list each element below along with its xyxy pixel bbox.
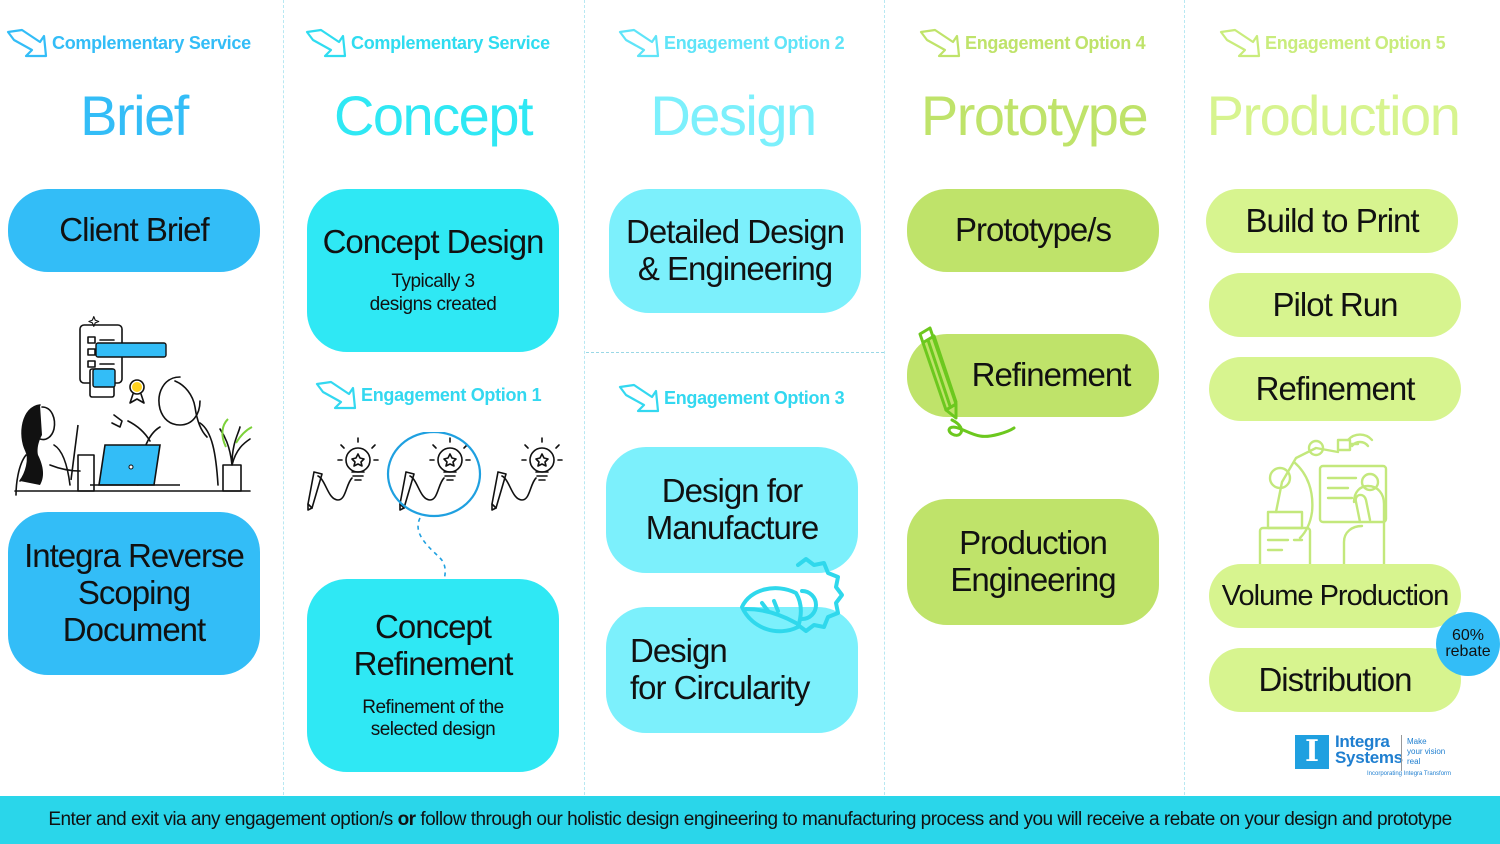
footer-text-bold: or — [397, 809, 417, 830]
arrow-icon — [919, 28, 961, 58]
pencil-icon — [918, 326, 1016, 438]
robot-arm-illustration — [1258, 433, 1388, 576]
scoping-document-pill: Integra Reverse Scoping Document — [8, 512, 260, 675]
pill-label: Refinement — [1255, 369, 1416, 407]
pill-label: Integra Reverse — [24, 537, 245, 575]
leaf-gear-icon — [740, 557, 844, 634]
rebate-percent: 60% — [1451, 627, 1485, 644]
column-tag-label: Complementary Service — [52, 32, 251, 53]
pill-label: Concept Design — [322, 223, 545, 261]
pill-label: Pilot Run — [1272, 285, 1399, 323]
pill-note-line: designs created — [369, 293, 497, 315]
phase-title-prototype: Prototype — [920, 84, 1149, 147]
arrow-icon — [6, 28, 48, 58]
column-tag-label: Engagement Option 5 — [1265, 32, 1446, 53]
design-section-divider — [586, 352, 884, 353]
pill-note-line: Refinement of the — [362, 696, 504, 718]
logo-tagline-line: your vision — [1407, 747, 1446, 756]
pill-note-line: Typically 3 — [391, 271, 475, 293]
column-divider — [584, 0, 585, 795]
rebate-badge: 60% rebate — [1436, 612, 1500, 676]
column-tag-label: Engagement Option 2 — [664, 32, 845, 53]
arrow-icon — [305, 28, 347, 58]
pill-note-line: selected design — [370, 719, 496, 741]
pill-label: Build to Print — [1245, 201, 1419, 239]
logo-name-line: Integra — [1335, 732, 1390, 751]
column-tag-design: Engagement Option 2 — [616, 26, 845, 60]
pill-label: Volume Production — [1221, 579, 1449, 612]
logo-tagline: Make your vision real — [1407, 737, 1445, 767]
logo-name: Integra Systems — [1335, 732, 1403, 767]
integra-systems-logo: I Integra Systems Make your vision real … — [1295, 733, 1455, 783]
pill-note: Refinement of the selected design — [362, 696, 504, 743]
pill-label: Engineering — [950, 561, 1116, 598]
prototypes-pill: Prototype/s — [907, 189, 1159, 272]
pill-label: Distribution — [1258, 660, 1412, 698]
column-divider — [884, 0, 885, 795]
footer-banner: Enter and exit via any engagement option… — [0, 796, 1500, 844]
client-brief-pill: Client Brief — [8, 189, 260, 272]
logo-name-line: Systems — [1335, 748, 1403, 767]
pill-label: Concept — [375, 607, 492, 645]
arrow-icon — [618, 383, 660, 413]
pill-label: Manufacture — [645, 509, 819, 546]
logo-incorporating: Incorporating Integra Transform — [1367, 771, 1452, 777]
design-for-manufacture-pill: Design for Manufacture — [606, 447, 858, 573]
distribution-pill: Distribution — [1209, 648, 1461, 712]
engagement-option-1-tag: Engagement Option 1 — [313, 378, 542, 412]
pill-label: & Engineering — [637, 250, 833, 287]
meeting-illustration — [14, 316, 253, 496]
phase-title-brief: Brief — [80, 84, 189, 147]
pencil-lightbulb-icons — [307, 432, 563, 581]
column-divider — [283, 0, 284, 795]
logo-tagline-line: real — [1407, 757, 1421, 766]
pill-label: Scoping — [77, 574, 191, 612]
option-tag-label: Engagement Option 3 — [664, 387, 845, 408]
pill-label: Design for — [661, 472, 803, 510]
pill-label: Document — [62, 610, 206, 648]
volume-production-pill: Volume Production — [1209, 564, 1461, 628]
column-tag-concept: Complementary Service — [303, 26, 550, 60]
arrow-icon — [618, 28, 660, 58]
pill-label: Prototype/s — [955, 211, 1112, 249]
column-tag-brief: Complementary Service — [4, 26, 251, 60]
pilot-run-pill: Pilot Run — [1209, 273, 1461, 337]
logo-separator — [1401, 735, 1402, 771]
footer-text-before: Enter and exit via any engagement option… — [48, 809, 398, 830]
pill-label: Detailed Design — [626, 213, 845, 251]
pill-note: Typically 3 designs created — [370, 271, 497, 317]
pill-label: Design — [630, 632, 728, 670]
pill-label: Production — [959, 524, 1108, 562]
column-tag-label: Complementary Service — [351, 32, 550, 53]
phase-title-concept: Concept — [333, 84, 534, 147]
pill-label: Refinement — [353, 644, 514, 682]
production-engineering-pill: Production Engineering — [907, 499, 1159, 625]
phase-title-production: Production — [1206, 84, 1461, 147]
rebate-label: rebate — [1445, 643, 1491, 660]
detailed-design-pill: Detailed Design & Engineering — [609, 189, 861, 313]
arrow-icon — [1219, 28, 1261, 58]
column-tag-production: Engagement Option 5 — [1217, 26, 1446, 60]
logo-tagline-line: Make — [1407, 737, 1427, 746]
column-tag-prototype: Engagement Option 4 — [917, 26, 1146, 60]
concept-design-pill: Concept Design Typically 3 designs creat… — [307, 189, 559, 352]
column-tag-label: Engagement Option 4 — [965, 32, 1146, 53]
option-tag-label: Engagement Option 1 — [361, 384, 542, 405]
production-refinement-pill: Refinement — [1209, 357, 1461, 421]
logo-mark: I — [1295, 735, 1329, 769]
arrow-icon — [315, 380, 357, 410]
design-for-circularity-pill: Design for Circularity — [606, 607, 858, 733]
phase-title-design: Design — [650, 84, 817, 147]
pill-label: Client Brief — [59, 211, 209, 249]
build-to-print-pill: Build to Print — [1206, 189, 1458, 253]
footer-text-after: follow through our holistic design engin… — [415, 809, 1452, 830]
pill-label: for Circularity — [630, 669, 810, 706]
engagement-option-3-tag: Engagement Option 3 — [616, 381, 845, 415]
column-divider — [1184, 0, 1185, 795]
concept-refinement-pill: Concept Refinement Refinement of the sel… — [307, 579, 559, 772]
pill-label: Refinement — [971, 356, 1132, 394]
